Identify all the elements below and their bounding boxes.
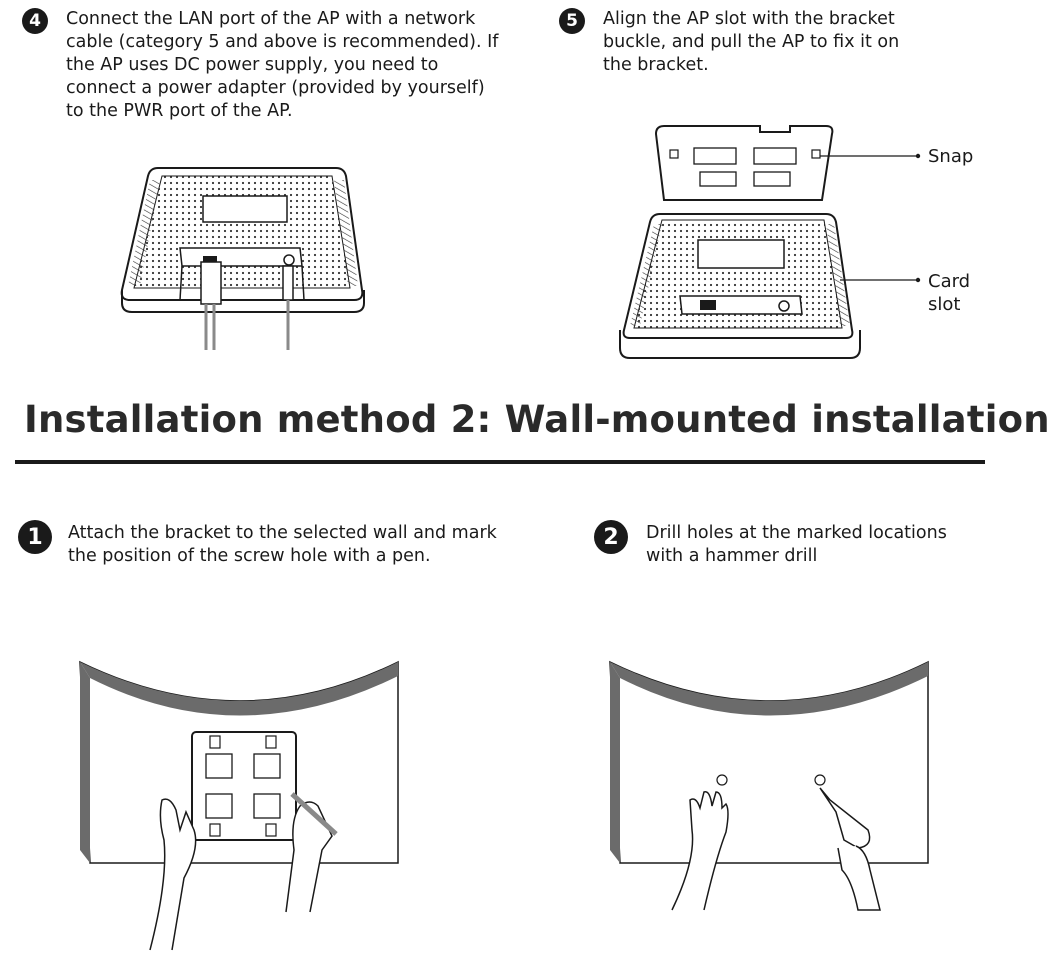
step-number-badge: 4 [22,8,48,34]
section-title: Installation method 2: Wall-mounted inst… [24,398,1050,441]
step-number-badge: 2 [594,520,628,554]
step-1-text: Attach the bracket to the selected wall … [68,523,497,566]
step-4-text: Connect the LAN port of the AP with a ne… [66,9,499,121]
section-divider [15,460,985,464]
ap-cable-illustration [79,125,929,951]
step-number-badge: 5 [559,8,585,34]
step-5-text: Align the AP slot with the bracket buckl… [603,9,900,75]
card-slot-callout: Card slot [928,271,971,315]
step-number-badge: 1 [18,520,52,554]
step-2-text: Drill holes at the marked locations with… [646,523,947,566]
snap-callout: Snap [928,146,974,167]
